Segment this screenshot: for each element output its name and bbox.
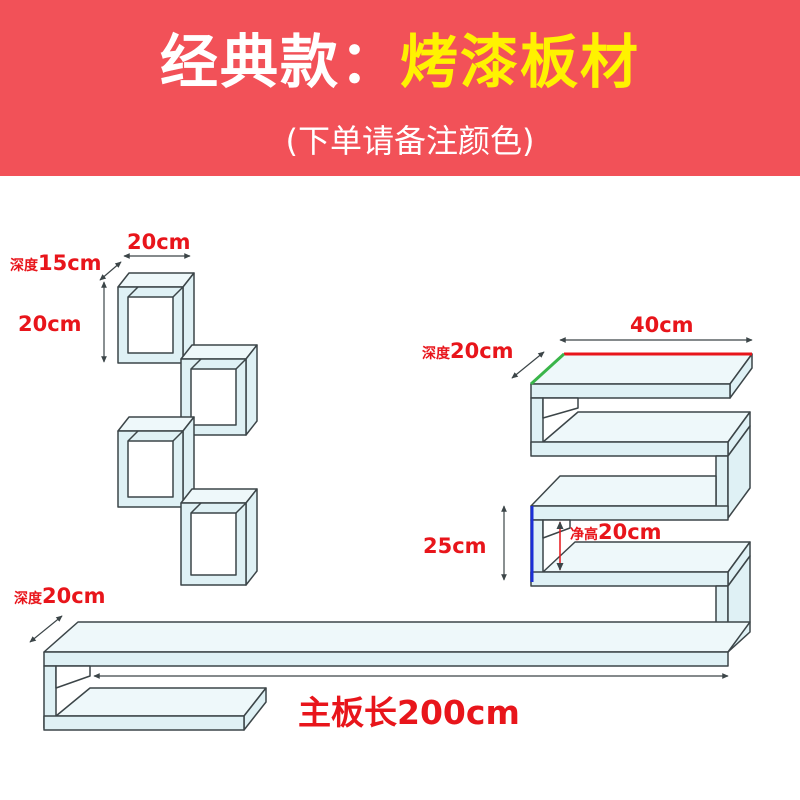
cube-3 — [117, 416, 195, 508]
main-board-length-label: 主板长200cm — [298, 693, 520, 732]
cube-1 — [117, 272, 195, 364]
bottom-board-top-face — [55, 687, 267, 717]
large-shelf-dimension-lines — [501, 337, 753, 581]
large-shelf-height-label: 25cm — [423, 534, 487, 558]
main-board-dimension-lines — [29, 615, 729, 679]
large-shelf-clear-height-label: 净高20cm — [570, 520, 662, 544]
main-board-depth-prefix: 深度 — [14, 590, 43, 607]
large-shelf-board-4 — [530, 541, 751, 587]
large-s-shelf — [530, 353, 753, 653]
main-board-depth-value: 20cm — [42, 584, 106, 608]
depth-edge-green — [529, 352, 566, 386]
small-shelf-depth-prefix: 深度 — [10, 257, 39, 274]
clear-height-prefix: 净高 — [570, 526, 598, 543]
large-shelf-board-2 — [530, 411, 751, 457]
large-shelf-board-3 — [530, 475, 729, 521]
small-shelf-depth-label: 深度15cm — [10, 251, 102, 275]
large-shelf-side-1 — [530, 397, 579, 451]
large-shelf-highlight-edges — [529, 352, 752, 582]
shelf-dimension-diagram: 20cm 深度15cm 20cm — [10, 230, 753, 732]
main-board-depth-label: 深度20cm — [14, 584, 106, 608]
large-shelf-depth-value: 20cm — [450, 339, 514, 363]
bottom-board-front-face — [43, 715, 245, 731]
header-banner: 经典款：烤漆板材 (下单请备注颜色) — [0, 0, 800, 176]
large-shelf-labels: 40cm 深度20cm 25cm 净高20cm — [422, 313, 694, 558]
main-board-front-face — [43, 651, 729, 667]
main-board-labels: 深度20cm 主板长200cm — [14, 584, 520, 732]
large-shelf-side-2 — [715, 425, 751, 519]
small-shelf-height-label: 20cm — [18, 312, 82, 336]
page-subtitle: (下单请备注颜色) — [285, 122, 535, 160]
large-shelf-board-1 — [530, 353, 753, 399]
small-shelf-dimension-lines — [99, 253, 191, 363]
title-material-name: 烤漆板材 — [400, 28, 641, 96]
small-shelf-depth-value: 15cm — [38, 251, 102, 275]
page-title: 经典款：烤漆板材 — [0, 14, 800, 110]
main-board-top-face — [43, 621, 751, 653]
cube-4 — [180, 488, 258, 586]
main-board — [43, 621, 751, 731]
small-shelf-labels: 20cm 深度15cm 20cm — [10, 230, 191, 336]
title-style-name: 经典款： — [159, 28, 400, 96]
large-shelf-depth-label: 深度20cm — [422, 339, 514, 363]
cube-2 — [180, 344, 258, 436]
large-shelf-depth-prefix: 深度 — [422, 345, 451, 362]
small-shelf-width-label: 20cm — [127, 230, 191, 254]
clear-height-value: 20cm — [598, 520, 662, 544]
small-cube-shelf — [117, 272, 258, 586]
large-shelf-width-label: 40cm — [630, 313, 694, 337]
